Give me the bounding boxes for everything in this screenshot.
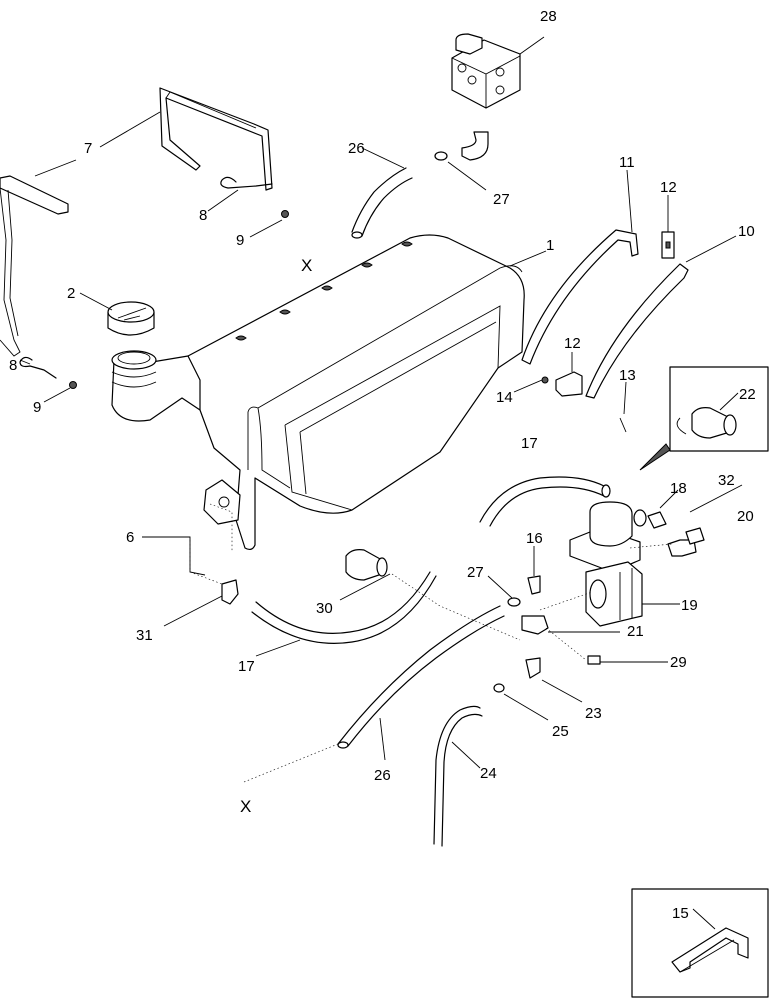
callout-8-top: 8 — [199, 207, 207, 224]
callout-19: 19 — [681, 597, 698, 614]
callout-26-bottom: 26 — [374, 767, 391, 784]
callout-30: 30 — [316, 600, 333, 617]
callout-15: 15 — [672, 905, 689, 922]
hose-17-lower — [251, 571, 437, 644]
callout-18: 18 — [670, 480, 687, 497]
quick-coupler — [345, 549, 388, 581]
inset-item-22 — [639, 366, 769, 471]
callout-17-bottom: 17 — [238, 658, 255, 675]
elbow-fitting — [221, 579, 239, 605]
callout-8-left: 8 — [9, 357, 17, 374]
callout-27-top: 27 — [493, 191, 510, 208]
cap — [107, 301, 155, 336]
callout-6: 6 — [126, 529, 134, 546]
callout-9-top: 9 — [236, 232, 244, 249]
callout-11: 11 — [619, 154, 635, 171]
callout-13: 13 — [619, 367, 636, 384]
callout-labels: 1 2 6 7 8 8 9 9 10 11 12 12 13 14 15 16 … — [9, 8, 756, 922]
fittings-right — [633, 509, 705, 557]
valve-block — [451, 33, 521, 161]
callout-1: 1 — [546, 237, 554, 254]
callout-21: 21 — [627, 623, 644, 640]
callout-27-mid: 27 — [467, 564, 484, 581]
callout-24: 24 — [480, 765, 497, 782]
callout-12-top: 12 — [660, 179, 677, 196]
callout-26-top: 26 — [348, 140, 365, 157]
callout-9-left: 9 — [33, 399, 41, 416]
hose-17-upper — [479, 476, 611, 527]
tank-straps — [0, 87, 289, 389]
callout-10: 10 — [738, 223, 755, 240]
callout-7: 7 — [84, 140, 92, 157]
callout-20: 20 — [737, 508, 754, 525]
callout-22: 22 — [739, 386, 756, 403]
callout-16: 16 — [526, 530, 543, 547]
callout-32: 32 — [718, 472, 735, 489]
callout-17-top: 17 — [521, 435, 538, 452]
callout-25: 25 — [552, 723, 569, 740]
tank — [111, 234, 525, 551]
callout-28: 28 — [540, 8, 557, 25]
brackets — [521, 229, 689, 433]
callout-x-top: X — [301, 256, 312, 275]
callout-31: 31 — [136, 627, 153, 644]
fittings-center — [493, 575, 601, 693]
hose-26-lower — [337, 605, 505, 749]
leader-lines — [19, 36, 743, 930]
hose-upper — [351, 167, 413, 239]
callout-23: 23 — [585, 705, 602, 722]
callout-14: 14 — [496, 389, 513, 406]
callout-29: 29 — [670, 654, 687, 671]
callout-2: 2 — [67, 285, 75, 302]
hose-24 — [433, 705, 483, 847]
hose-clamp — [434, 151, 448, 161]
pump-assembly — [569, 501, 643, 627]
callout-x-bottom: X — [240, 797, 251, 816]
inset-item-15 — [631, 888, 769, 998]
callout-12-mid: 12 — [564, 335, 581, 352]
